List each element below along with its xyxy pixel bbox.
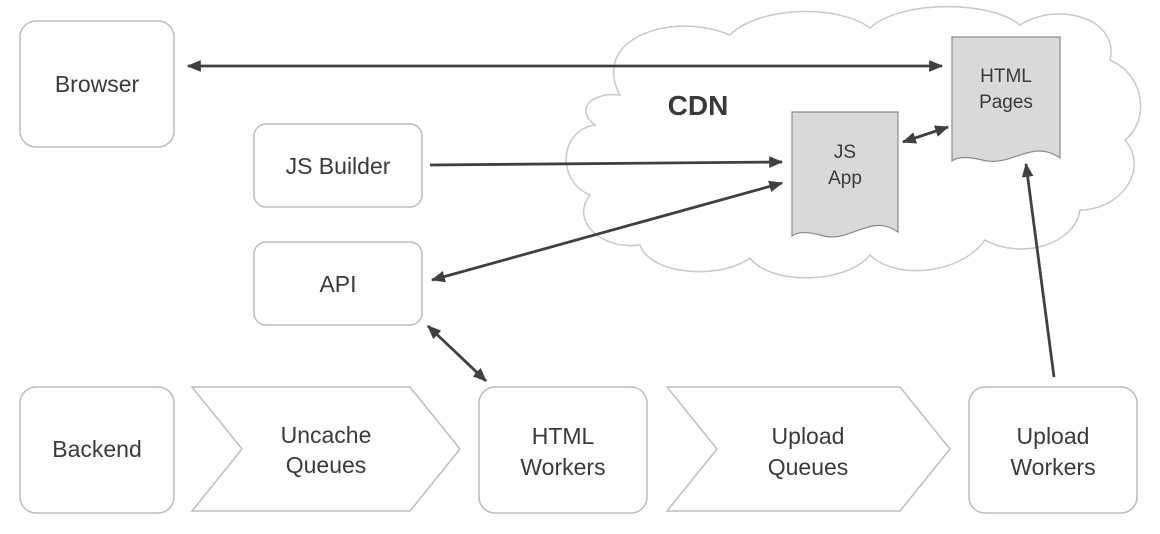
upload-queues-node: Upload Queues xyxy=(665,386,951,512)
js-builder-node: JS Builder xyxy=(253,123,423,208)
upload-queues-label-line2: Queues xyxy=(768,454,849,480)
browser-label: Browser xyxy=(55,71,140,97)
html-workers-label-line2: Workers xyxy=(520,454,605,480)
html-pages-label-line2: Pages xyxy=(979,92,1033,113)
html-workers-node: HTML Workers xyxy=(478,386,648,514)
js-app-document: JS App xyxy=(791,111,899,238)
upload-workers-label-line1: Upload xyxy=(1017,423,1090,449)
upload-workers-node: Upload Workers xyxy=(968,386,1138,514)
api-label: API xyxy=(319,271,356,297)
html-workers-label-line1: HTML xyxy=(532,423,595,449)
js-builder-js-app-arrow xyxy=(429,156,784,168)
js-app-label-line2: App xyxy=(828,168,862,189)
uncache-queues-node: Uncache Queues xyxy=(190,386,461,512)
upload-queues-label-line1: Upload xyxy=(772,423,845,449)
html-pages-document: HTML Pages xyxy=(951,36,1061,163)
html-pages-label-line1: HTML xyxy=(980,66,1032,87)
backend-label: Backend xyxy=(52,436,142,462)
upload-workers-html-pages-arrow xyxy=(1021,162,1056,378)
backend-node: Backend xyxy=(19,386,175,514)
js-builder-label: JS Builder xyxy=(286,153,391,179)
js-app-label-line1: JS xyxy=(834,142,856,163)
js-app-html-pages-arrow xyxy=(901,125,950,144)
browser-node: Browser xyxy=(19,20,175,148)
js-app-api-arrow xyxy=(430,180,784,283)
api-html-workers-arrow xyxy=(427,324,487,383)
cdn-label: CDN xyxy=(668,90,729,121)
api-node: API xyxy=(253,241,423,326)
upload-workers-label-line2: Workers xyxy=(1010,454,1095,480)
uncache-queues-label-line1: Uncache xyxy=(281,422,372,448)
uncache-queues-label-line2: Queues xyxy=(286,452,367,478)
